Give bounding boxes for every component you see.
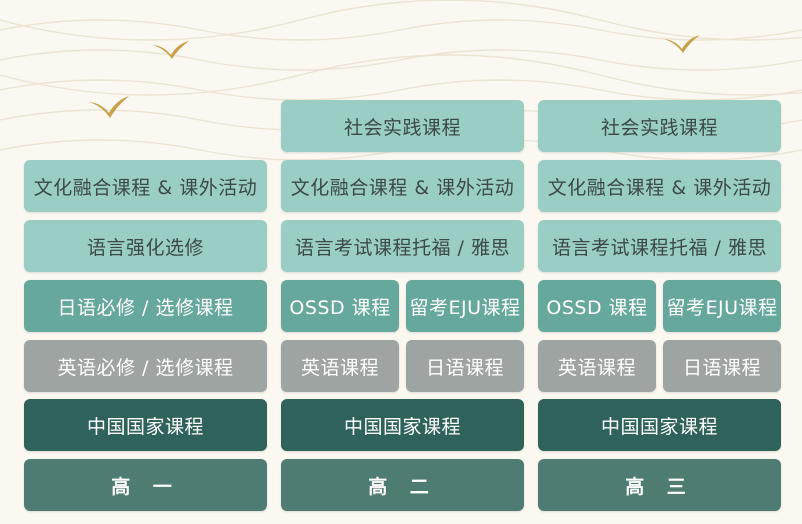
- eju-box: 留考EJU课程: [406, 280, 524, 332]
- bird-icon: [664, 35, 700, 53]
- social-practice-box: 社会实践课程: [538, 100, 781, 152]
- bird-icon: [153, 41, 189, 59]
- grade-label: 高 二: [281, 459, 524, 511]
- eju-box: 留考EJU课程: [663, 280, 781, 332]
- english-course-box: 英语课程: [281, 340, 399, 392]
- ossd-box: OSSD 课程: [538, 280, 656, 332]
- grade-label: 高 一: [24, 459, 267, 511]
- language-exam-box: 语言考试课程托福 / 雅思: [538, 220, 781, 272]
- language-elective-box: 语言强化选修: [24, 220, 267, 272]
- japanese-elective-box: 日语必修 / 选修课程: [24, 280, 267, 332]
- japanese-course-box: 日语课程: [406, 340, 524, 392]
- culture-activities-box: 文化融合课程 & 课外活动: [24, 160, 267, 212]
- national-curriculum-box: 中国国家课程: [281, 399, 524, 451]
- national-curriculum-box: 中国国家课程: [24, 399, 267, 451]
- social-practice-box: 社会实践课程: [281, 100, 524, 152]
- english-course-box: 英语课程: [538, 340, 656, 392]
- japanese-course-box: 日语课程: [663, 340, 781, 392]
- culture-activities-box: 文化融合课程 & 课外活动: [538, 160, 781, 212]
- language-exam-box: 语言考试课程托福 / 雅思: [281, 220, 524, 272]
- grade-label: 高 三: [538, 459, 781, 511]
- national-curriculum-box: 中国国家课程: [538, 399, 781, 451]
- bird-icon: [89, 96, 129, 118]
- culture-activities-box: 文化融合课程 & 课外活动: [281, 160, 524, 212]
- ossd-box: OSSD 课程: [281, 280, 399, 332]
- english-elective-box: 英语必修 / 选修课程: [24, 340, 267, 392]
